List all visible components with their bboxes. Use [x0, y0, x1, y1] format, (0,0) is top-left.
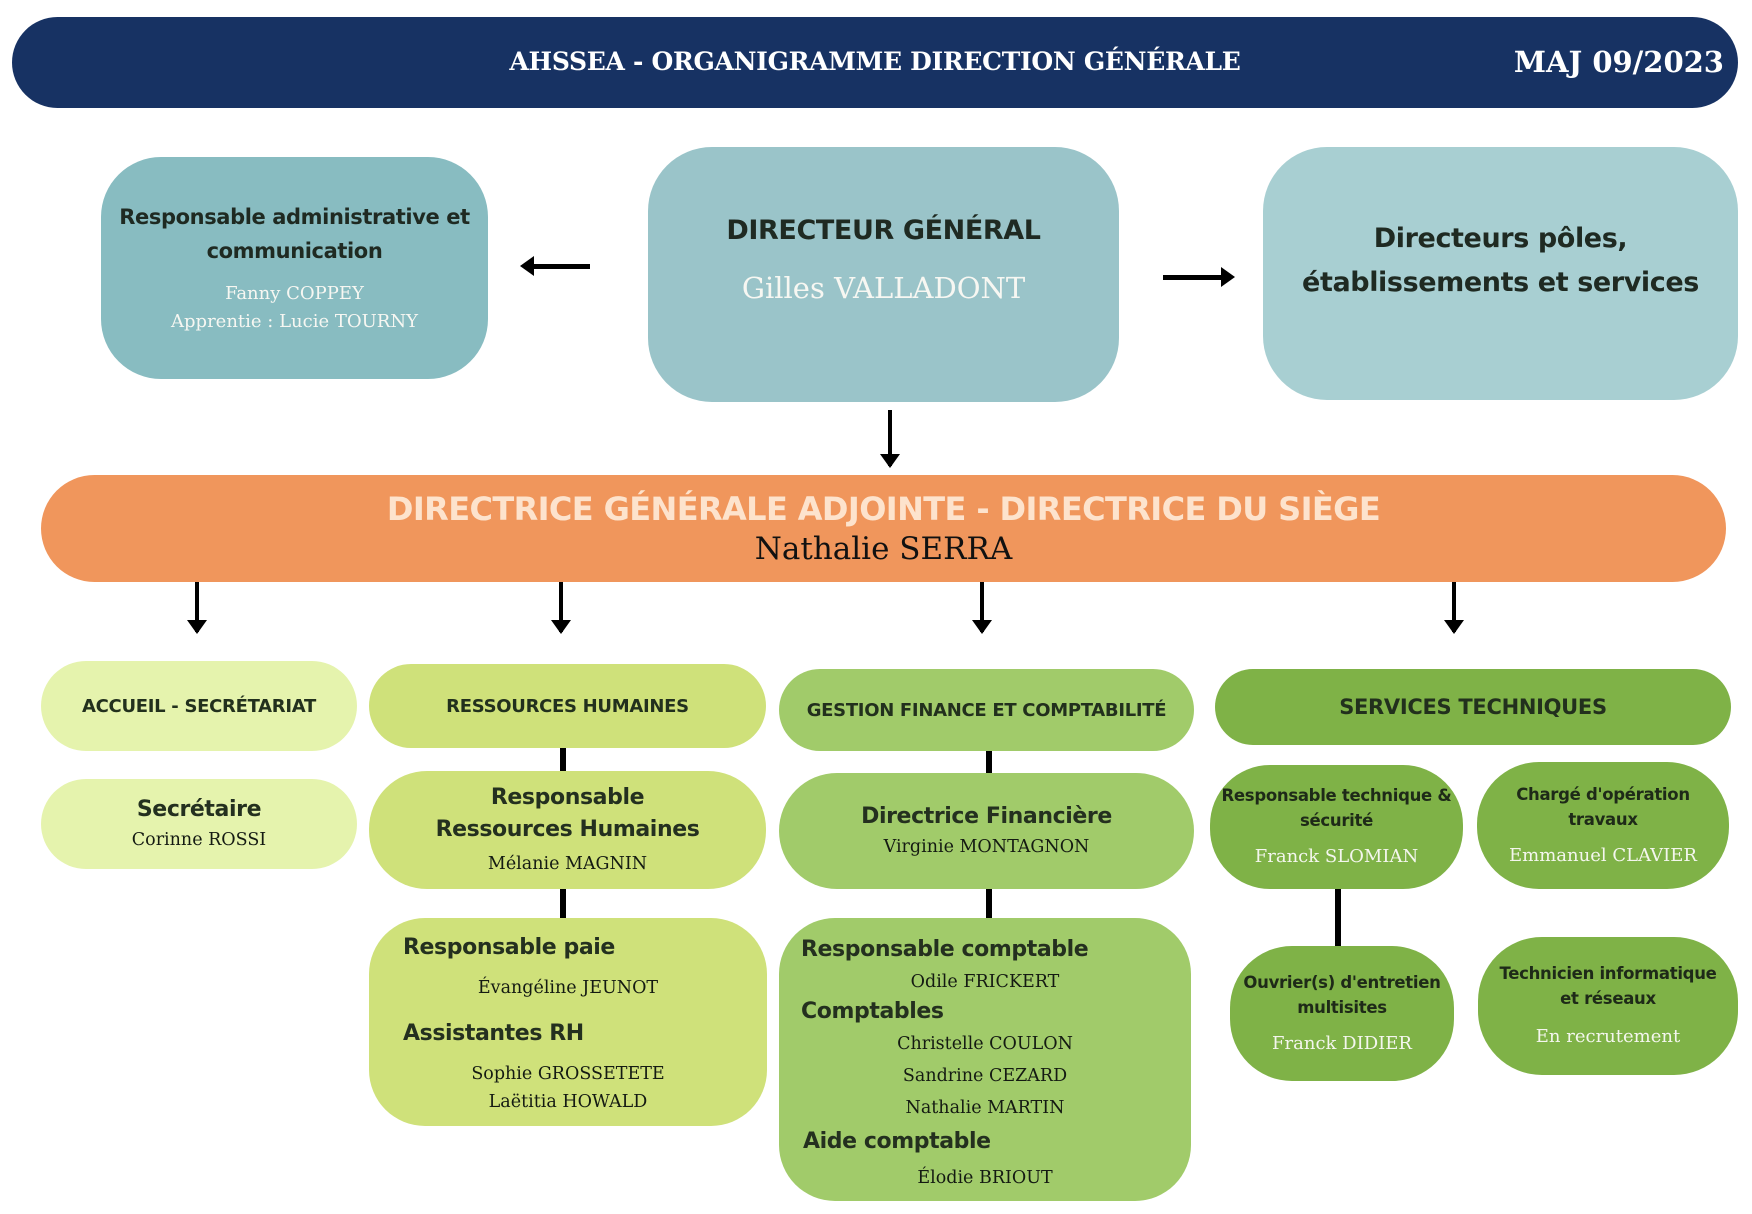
connector-line — [986, 751, 992, 774]
dga-role: DIRECTRICE GÉNÉRALE ADJOINTE - DIRECTRIC… — [386, 489, 1381, 528]
payroll-person: Évangéline JEUNOT — [477, 978, 659, 998]
maintenance-person: Franck DIDIER — [1272, 1032, 1412, 1054]
node-directrice-financiere: Directrice Financière Virginie MONTAGNON — [779, 773, 1194, 889]
connector-line — [560, 748, 566, 772]
connector-line — [986, 889, 992, 919]
node-secretaire: Secrétaire Corinne ROSSI — [41, 779, 357, 869]
assistant-accountant-person: Élodie BRIOUT — [917, 1168, 1053, 1188]
dept-technical-title: SERVICES TECHNIQUES — [1339, 695, 1607, 719]
it-role-line1: Technicien informatique — [1499, 964, 1717, 983]
accountant-person: Nathalie MARTIN — [905, 1098, 1065, 1118]
dept-rh-title: RESSOURCES HUMAINES — [446, 695, 689, 717]
dga-person: Nathalie SERRA — [754, 530, 1013, 567]
finance-director-person: Virginie MONTAGNON — [883, 837, 1090, 857]
dept-finance: GESTION FINANCE ET COMPTABILITÉ — [779, 669, 1194, 751]
finance-director-role: Directrice Financière — [861, 804, 1112, 829]
maintenance-role-line2: multisites — [1297, 997, 1387, 1017]
node-admin-communication: Responsable administrative et communicat… — [101, 157, 488, 379]
assistant-person: Sophie GROSSETETE — [471, 1064, 665, 1084]
node-rh-team: Responsable paie Évangéline JEUNOT Assis… — [369, 918, 767, 1126]
arrow-down-icon — [551, 582, 571, 634]
node-ouvrier-entretien: Ouvrier(s) d'entretien multisites Franck… — [1230, 946, 1454, 1081]
rh-manager-role-line2: Ressources Humaines — [435, 817, 700, 842]
dg-role: DIRECTEUR GÉNÉRAL — [726, 214, 1041, 246]
chief-accountant-role: Responsable comptable — [801, 937, 1089, 962]
arrow-down-icon — [880, 410, 900, 468]
secretary-role: Secrétaire — [136, 797, 262, 822]
chief-accountant-person: Odile FRICKERT — [910, 972, 1060, 992]
it-role-line2: et réseaux — [1560, 989, 1656, 1008]
arrow-down-icon — [972, 582, 992, 634]
dept-rh: RESSOURCES HUMAINES — [369, 664, 766, 748]
payroll-role: Responsable paie — [403, 935, 615, 960]
works-role-line1: Chargé d'opération — [1516, 784, 1690, 804]
maintenance-role-line1: Ouvrier(s) d'entretien — [1243, 972, 1441, 992]
node-responsable-technique: Responsable technique & sécurité Franck … — [1210, 765, 1463, 889]
secretary-person: Corinne ROSSI — [131, 830, 267, 850]
dept-technical: SERVICES TECHNIQUES — [1215, 669, 1731, 745]
node-dga: DIRECTRICE GÉNÉRALE ADJOINTE - DIRECTRIC… — [41, 475, 1726, 582]
connector-line — [1335, 889, 1341, 947]
arrow-left-icon — [520, 256, 590, 276]
accountant-person: Sandrine CEZARD — [902, 1066, 1068, 1086]
it-person: En recrutement — [1535, 1026, 1681, 1047]
tech-manager-role-line2: sécurité — [1299, 811, 1373, 830]
dg-person: Gilles VALLADONT — [741, 270, 1026, 305]
admin-apprentice: Apprentie : Lucie TOURNY — [171, 311, 418, 332]
admin-person: Fanny COPPEY — [225, 283, 364, 304]
node-directeur-general: DIRECTEUR GÉNÉRAL Gilles VALLADONT — [648, 147, 1119, 402]
chart-title: AHSSEA - ORGANIGRAMME DIRECTION GÉNÉRALE — [509, 47, 1241, 76]
accountant-person: Christelle COULON — [897, 1034, 1073, 1054]
node-finance-team: Responsable comptable Odile FRICKERT Com… — [779, 918, 1191, 1201]
works-person: Emmanuel CLAVIER — [1509, 844, 1697, 866]
directors-line2: établissements et services — [1302, 266, 1699, 298]
rh-manager-person: Mélanie MAGNIN — [487, 854, 648, 874]
directors-line1: Directeurs pôles, — [1373, 222, 1628, 254]
connector-line — [560, 889, 566, 919]
dept-accueil-title: ACCUEIL - SECRÉTARIAT — [82, 695, 316, 717]
rh-manager-role-line1: Responsable — [490, 785, 645, 810]
assistant-person: Laëtitia HOWALD — [488, 1092, 648, 1112]
node-directeurs-poles: Directeurs pôles, établissements et serv… — [1263, 147, 1738, 400]
dept-finance-title: GESTION FINANCE ET COMPTABILITÉ — [806, 699, 1167, 721]
title-banner: AHSSEA - ORGANIGRAMME DIRECTION GÉNÉRALE… — [12, 17, 1738, 108]
assistant-accountant-role: Aide comptable — [803, 1129, 991, 1154]
node-responsable-rh: Responsable Ressources Humaines Mélanie … — [369, 771, 766, 889]
node-technicien-informatique: Technicien informatique et réseaux En re… — [1478, 937, 1738, 1075]
tech-manager-role-line1: Responsable technique & — [1221, 786, 1452, 805]
arrow-down-icon — [187, 582, 207, 634]
accountants-role: Comptables — [801, 999, 944, 1024]
dept-accueil: ACCUEIL - SECRÉTARIAT — [41, 661, 357, 751]
arrow-right-icon — [1163, 267, 1235, 287]
arrow-down-icon — [1444, 582, 1464, 634]
assistants-role: Assistantes RH — [403, 1021, 584, 1046]
tech-manager-person: Franck SLOMIAN — [1254, 846, 1419, 867]
admin-role-line1: Responsable administrative et — [119, 205, 470, 229]
update-date: MAJ 09/2023 — [1513, 45, 1724, 79]
works-role-line2: travaux — [1568, 809, 1638, 829]
admin-role-line2: communication — [206, 239, 383, 263]
node-charge-operation: Chargé d'opération travaux Emmanuel CLAV… — [1477, 762, 1729, 889]
